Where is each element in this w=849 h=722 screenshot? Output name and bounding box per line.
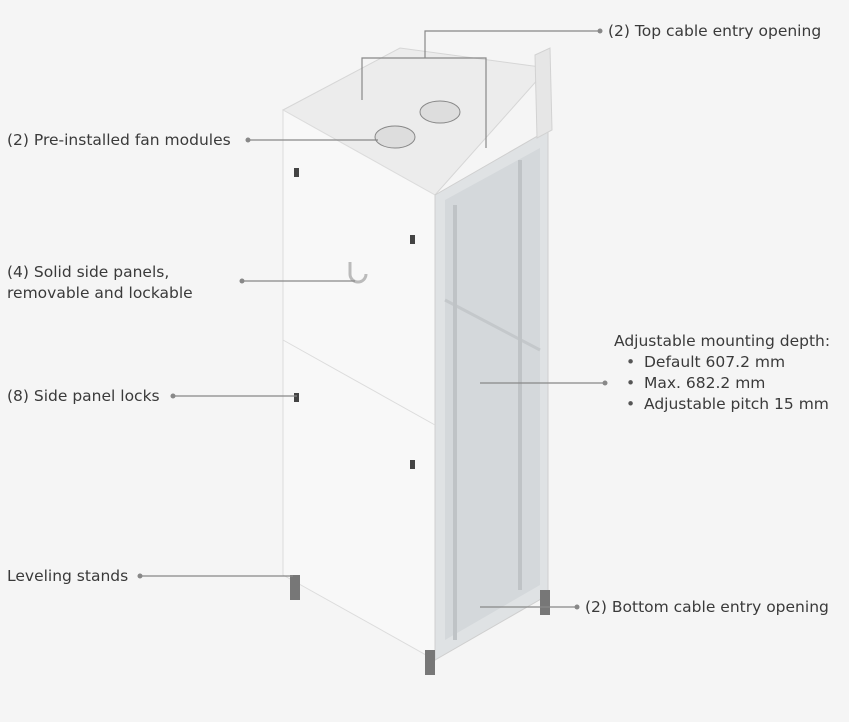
depth-item: Default 607.2 mm [626, 352, 830, 373]
side-panels-label: (4) Solid side panels, removable and loc… [7, 262, 193, 304]
side-panels-line-2: removable and lockable [7, 284, 193, 302]
bottom-cable-label: (2) Bottom cable entry opening [585, 598, 829, 616]
depth-item: Max. 682.2 mm [626, 373, 830, 394]
panel-locks-label: (8) Side panel locks [7, 387, 160, 405]
top-cable-label: (2) Top cable entry opening [608, 22, 822, 40]
mounting-depth-title: Adjustable mounting depth: [614, 332, 831, 350]
brand-logo [348, 262, 368, 284]
fan-icon [419, 100, 461, 124]
fan-modules-label: (2) Pre-installed fan modules [7, 131, 231, 149]
depth-item: Adjustable pitch 15 mm [626, 394, 830, 415]
rack-cabinet [281, 47, 553, 675]
leader-lines [140, 30, 605, 608]
leveling-stands-label: Leveling stands [7, 567, 129, 585]
side-panels-line-1: (4) Solid side panels, [7, 263, 170, 281]
fan-icon [374, 125, 416, 149]
mounting-depth-label: Adjustable mounting depth: Default 607.2… [614, 331, 830, 415]
